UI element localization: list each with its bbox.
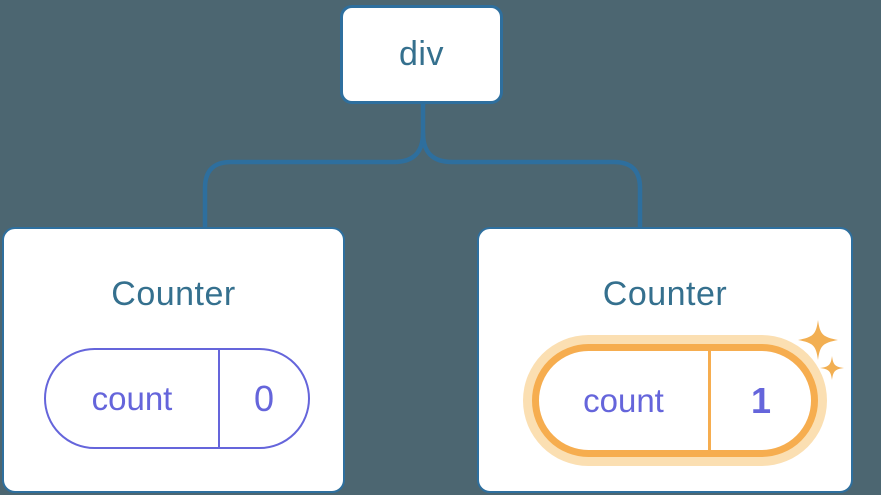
counter-card-left: Counter count 0 xyxy=(2,227,345,493)
sparkle-icon xyxy=(798,320,844,380)
tree-node-div: div xyxy=(340,5,503,104)
state-value: 0 xyxy=(253,377,275,419)
state-pill-highlighted: count 1 xyxy=(532,344,818,457)
state-pill: count 0 xyxy=(44,348,310,449)
state-key-label: count xyxy=(583,381,664,419)
pill-divider xyxy=(708,351,711,450)
pill-divider xyxy=(218,350,220,447)
counter-card-right: Counter count 1 xyxy=(477,227,853,493)
root-node-label: div xyxy=(399,35,444,73)
state-value: 1 xyxy=(750,379,772,421)
state-key-label: count xyxy=(91,379,173,417)
component-title: Counter xyxy=(602,275,728,313)
component-title: Counter xyxy=(111,275,236,313)
